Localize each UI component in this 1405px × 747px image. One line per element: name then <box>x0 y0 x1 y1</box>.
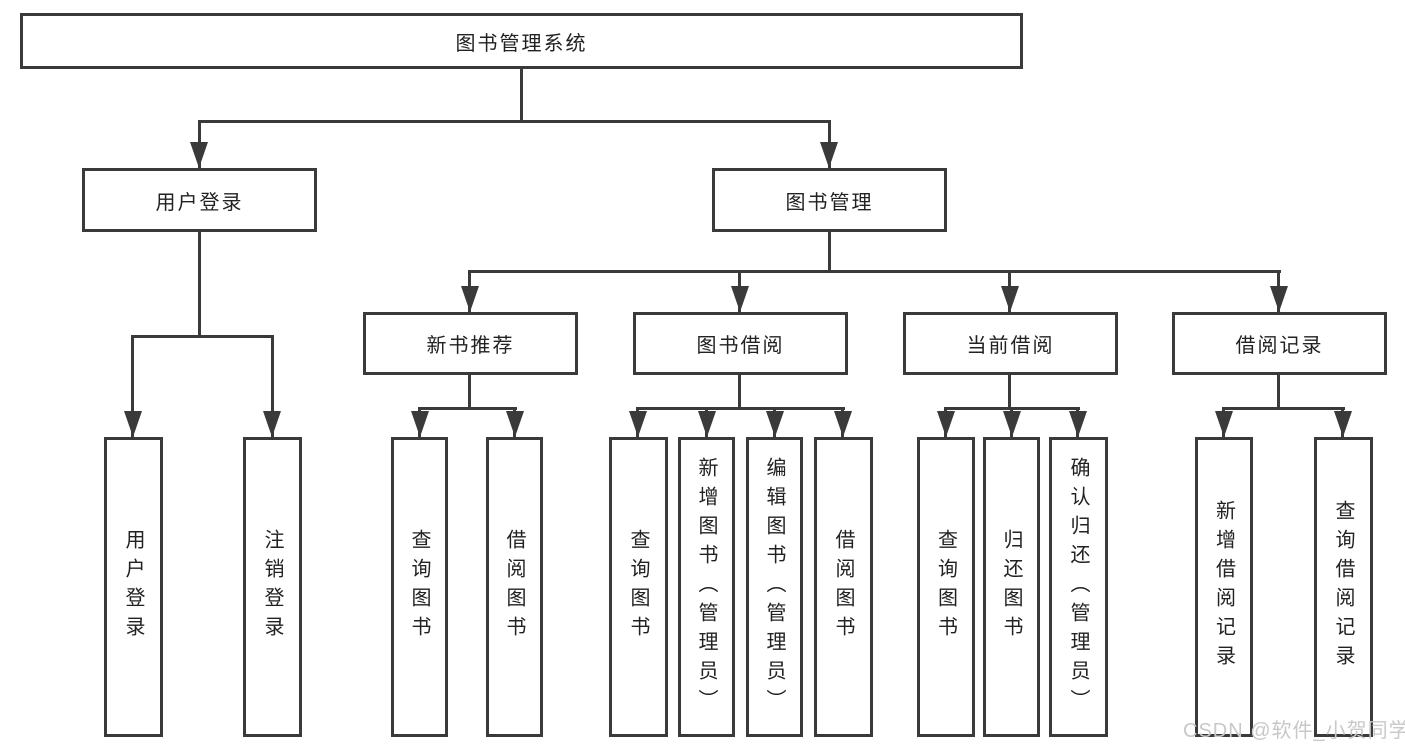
node-new-book-recommend: 新书推荐 <box>363 312 578 375</box>
node-current-borrowing: 当前借阅 <box>903 312 1118 375</box>
arrow-down-icon <box>190 142 208 168</box>
leaf-return-books: 归还图书 <box>983 437 1040 737</box>
leaf-label: 编辑图书（管理员） <box>763 456 785 718</box>
arrow-down-icon <box>461 286 479 312</box>
leaf-query-books-borrowing: 查询图书 <box>609 437 668 737</box>
leaf-label: 新增借阅记录 <box>1212 500 1235 674</box>
node-borrowing-records: 借阅记录 <box>1172 312 1387 375</box>
leaf-borrow-books-recommend: 借阅图书 <box>486 437 543 737</box>
leaf-label: 查询图书 <box>934 529 957 645</box>
connector-root-bus <box>198 120 831 123</box>
node-book-management: 图书管理 <box>712 168 947 232</box>
watermark: CSDN @软件_小贺同学 <box>1183 720 1405 742</box>
connector-userlogin-bus <box>131 335 274 338</box>
leaf-logout: 注销登录 <box>243 437 302 737</box>
connector-root-stem <box>520 69 523 120</box>
leaf-label: 查询图书 <box>408 529 430 645</box>
leaf-add-books-admin: 新增图书（管理员） <box>678 437 735 737</box>
node-label: 图书借阅 <box>696 335 785 357</box>
connector-bookmgmt-stem <box>828 232 831 270</box>
leaf-borrow-books: 借阅图书 <box>814 437 873 737</box>
leaf-label: 借阅图书 <box>832 529 854 645</box>
arrow-down-icon <box>1334 411 1352 437</box>
arrow-down-icon <box>506 411 524 437</box>
node-user-login: 用户登录 <box>82 168 317 232</box>
arrow-down-icon <box>834 411 852 437</box>
node-label: 当前借阅 <box>966 335 1055 357</box>
node-label: 图书管理系统 <box>455 32 588 55</box>
connector-userlogin-stem <box>198 232 201 335</box>
connector-newbooks-bus <box>418 407 517 410</box>
arrow-down-icon <box>1069 411 1087 437</box>
arrow-down-icon <box>1215 411 1233 437</box>
node-label: 用户登录 <box>155 191 244 214</box>
arrow-down-icon <box>1001 286 1019 312</box>
arrow-down-icon <box>1003 411 1021 437</box>
connector-current-stem <box>1008 375 1011 407</box>
node-root-system: 图书管理系统 <box>20 13 1023 69</box>
arrow-down-icon <box>731 286 749 312</box>
connector-drop <box>271 335 274 437</box>
leaf-edit-books-admin: 编辑图书（管理员） <box>746 437 803 737</box>
node-book-borrowing: 图书借阅 <box>633 312 848 375</box>
connector-drop <box>131 335 134 437</box>
arrow-down-icon <box>1270 286 1288 312</box>
arrow-down-icon <box>937 411 955 437</box>
arrow-down-icon <box>263 411 281 437</box>
connector-borrowing-bus <box>636 407 845 410</box>
arrow-down-icon <box>698 411 716 437</box>
leaf-query-borrow-record: 查询借阅记录 <box>1314 437 1373 737</box>
arrow-down-icon <box>766 411 784 437</box>
leaf-label: 查询图书 <box>627 529 649 645</box>
node-label: 图书管理 <box>785 191 874 214</box>
node-label: 借阅记录 <box>1235 335 1324 357</box>
arrow-down-icon <box>411 411 429 437</box>
leaf-user-login: 用户登录 <box>104 437 163 737</box>
connector-records-stem <box>1277 375 1280 407</box>
connector-bookmgmt-bus <box>468 270 1281 273</box>
leaf-query-books-current: 查询图书 <box>917 437 975 737</box>
leaf-label: 新增图书（管理员） <box>695 456 717 718</box>
leaf-confirm-return-admin: 确认归还（管理员） <box>1049 437 1108 737</box>
node-label: 新书推荐 <box>426 335 515 357</box>
arrow-down-icon <box>820 142 838 168</box>
leaf-label: 确认归还（管理员） <box>1067 456 1089 718</box>
leaf-label: 注销登录 <box>261 529 283 645</box>
leaf-query-books-recommend: 查询图书 <box>391 437 448 737</box>
leaf-label: 用户登录 <box>122 529 144 645</box>
leaf-label: 查询借阅记录 <box>1332 500 1354 674</box>
arrow-down-icon <box>629 411 647 437</box>
arrow-down-icon <box>124 411 142 437</box>
connector-newbooks-stem <box>468 375 471 407</box>
leaf-label: 借阅图书 <box>503 529 525 645</box>
connector-records-bus <box>1222 407 1345 410</box>
connector-borrowing-stem <box>738 375 741 407</box>
leaf-add-borrow-record: 新增借阅记录 <box>1195 437 1253 737</box>
leaf-label: 归还图书 <box>1000 529 1022 645</box>
